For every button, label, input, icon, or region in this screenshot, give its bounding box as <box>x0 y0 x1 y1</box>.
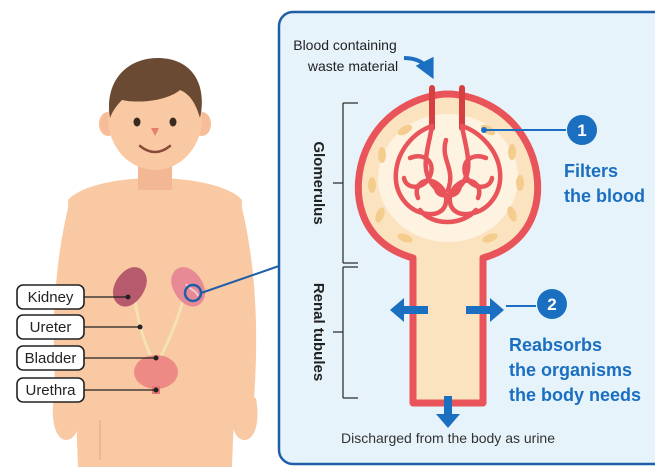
torso <box>68 178 242 467</box>
right-hand <box>231 398 258 440</box>
label-ureter: Ureter <box>17 315 84 339</box>
human-figure <box>53 58 258 467</box>
label-ureter-text: Ureter <box>30 319 72 336</box>
input-caption-line1: Blood containing <box>293 37 397 53</box>
label-bladder-text: Bladder <box>25 350 77 367</box>
left-eye <box>134 118 141 127</box>
step1-text-line2: the blood <box>564 186 645 206</box>
label-kidney-text: Kidney <box>28 289 74 306</box>
input-caption-line2: waste material <box>307 58 398 74</box>
label-urethra: Urethra <box>17 378 84 402</box>
step2-text-line1: Reabsorbs <box>509 335 602 355</box>
label-kidney: Kidney <box>17 285 84 309</box>
glomerulus-label: Glomerulus <box>310 141 327 224</box>
step2-text-line3: the body needs <box>509 385 641 405</box>
output-caption: Discharged from the body as urine <box>341 430 555 446</box>
right-eye <box>170 118 177 127</box>
label-bladder: Bladder <box>17 346 84 370</box>
step1-number: 1 <box>577 121 586 140</box>
nephron-detail-panel: Blood containing waste material Glomerul… <box>279 12 655 464</box>
step1-text-line1: Filters <box>564 161 618 181</box>
renal-tubules-label: Renal tubules <box>310 283 327 381</box>
step2-number: 2 <box>547 295 556 314</box>
step2-text-line2: the organisms <box>509 360 632 380</box>
left-hand <box>53 398 80 440</box>
label-urethra-text: Urethra <box>25 382 76 399</box>
